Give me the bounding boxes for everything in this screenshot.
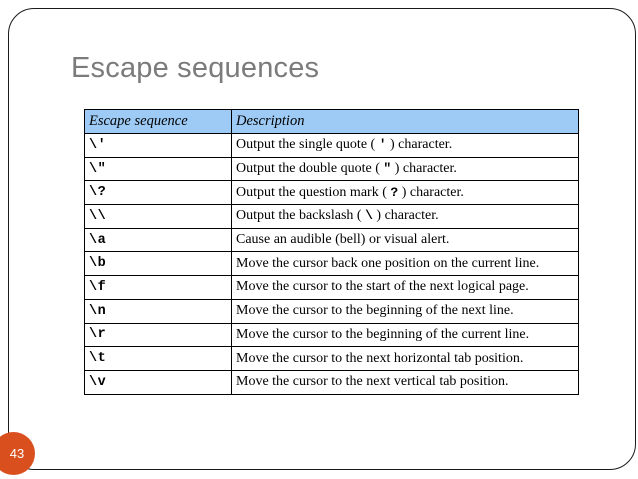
escape-sequence-cell: \' <box>84 133 232 158</box>
description-cell: Move the cursor back one position on the… <box>231 251 579 277</box>
table-row: \\Output the backslash ( \ ) character. <box>84 204 579 229</box>
column-header-escape-sequence: Escape sequence <box>84 109 232 134</box>
escape-sequences-table: Escape sequence Description \'Output the… <box>84 109 579 395</box>
escape-sequence-cell: \\ <box>84 204 232 229</box>
page-number-badge: 43 <box>0 432 35 475</box>
escape-sequence-cell: \r <box>84 322 232 348</box>
escape-sequence-cell: \t <box>84 346 232 371</box>
table-row: \?Output the question mark ( ? ) charact… <box>84 180 579 206</box>
description-cell: Output the single quote ( ' ) character. <box>231 133 579 158</box>
description-cell: Output the double quote ( " ) character. <box>231 156 579 182</box>
table-row: \'Output the single quote ( ' ) characte… <box>84 133 579 158</box>
inline-code: ' <box>378 137 387 153</box>
escape-sequence-cell: \a <box>84 227 232 253</box>
table-row: \"Output the double quote ( " ) characte… <box>84 156 579 182</box>
slide-border-frame <box>8 8 636 470</box>
page-title: Escape sequences <box>71 52 320 84</box>
inline-code: " <box>383 161 392 177</box>
table-body: \'Output the single quote ( ' ) characte… <box>84 133 579 395</box>
escape-sequence-cell: \" <box>84 156 232 182</box>
description-cell: Output the question mark ( ? ) character… <box>231 180 579 206</box>
description-cell: Output the backslash ( \ ) character. <box>231 204 579 229</box>
description-cell: Move the cursor to the next horizontal t… <box>231 346 579 371</box>
inline-code: ? <box>390 184 399 200</box>
description-cell: Move the cursor to the start of the next… <box>231 275 579 300</box>
escape-sequence-cell: \f <box>84 275 232 300</box>
escape-sequence-cell: \n <box>84 298 232 324</box>
column-header-description: Description <box>231 109 579 134</box>
table-header: Escape sequence Description <box>84 109 579 134</box>
escape-sequence-cell: \v <box>84 369 232 395</box>
description-cell: Move the cursor to the beginning of the … <box>231 298 579 324</box>
escape-sequence-cell: \b <box>84 251 232 277</box>
table-header-row: Escape sequence Description <box>84 109 579 134</box>
description-cell: Move the cursor to the beginning of the … <box>231 322 579 348</box>
description-cell: Move the cursor to the next vertical tab… <box>231 369 579 395</box>
escape-sequence-cell: \? <box>84 180 232 206</box>
inline-code: \ <box>365 208 373 224</box>
description-cell: Cause an audible (bell) or visual alert. <box>231 227 579 253</box>
